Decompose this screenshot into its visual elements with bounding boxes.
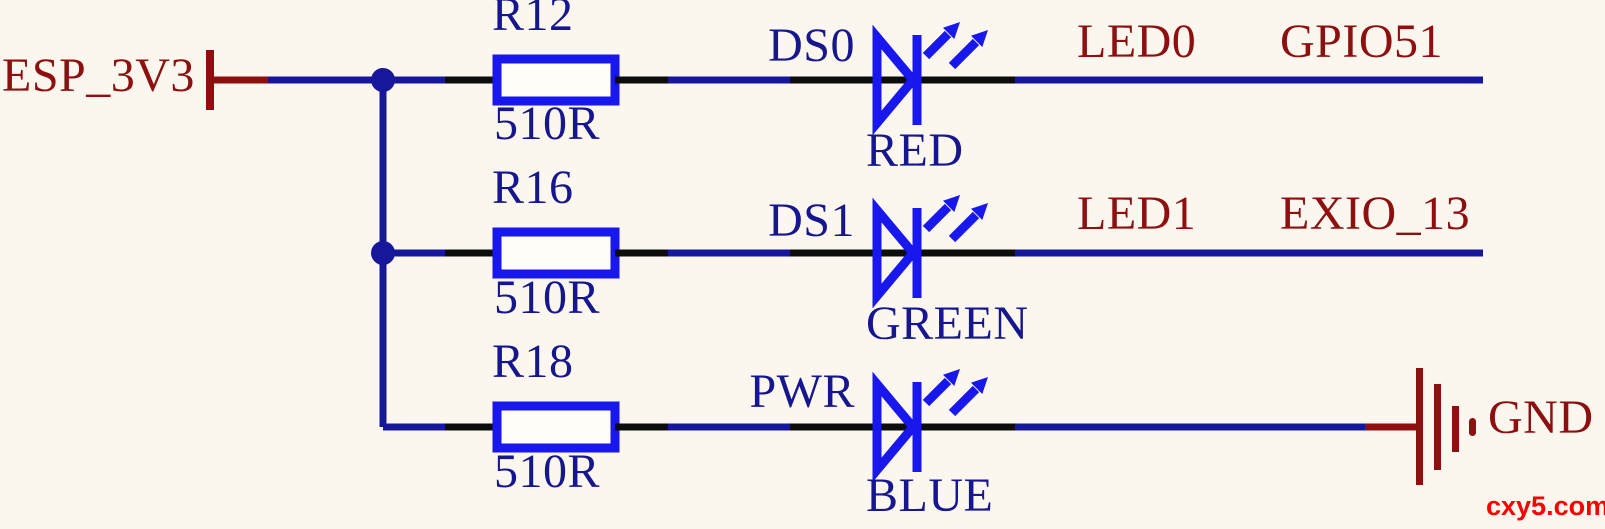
led-color-label: RED [866,124,964,177]
power-port-icon [206,50,214,110]
led-color-label: GREEN [866,297,1029,350]
resistor-designator: R12 [492,0,574,41]
resistor-value: 510R [494,97,601,150]
net-name-label: LED0 [1077,15,1197,68]
led-designator: DS0 [768,19,855,72]
net-name-label: LED1 [1077,187,1197,240]
pin-name-label: GPIO51 [1280,15,1444,68]
led-designator: PWR [749,365,855,418]
ground-symbol-icon [1365,368,1476,485]
resistor-designator: R18 [492,335,574,388]
pin-name-label: EXIO_13 [1280,187,1471,240]
power-net-label: ESP_3V3 [2,49,195,102]
led-color-label: BLUE [866,469,994,522]
wire-junction-dot [371,68,395,92]
resistor-designator: R16 [492,161,574,214]
ground-net-label: GND [1488,391,1594,444]
led-designator: DS1 [768,194,855,247]
resistor-value: 510R [494,271,601,324]
watermark: cxy5.com [1486,491,1605,521]
resistor-value: 510R [494,445,601,498]
